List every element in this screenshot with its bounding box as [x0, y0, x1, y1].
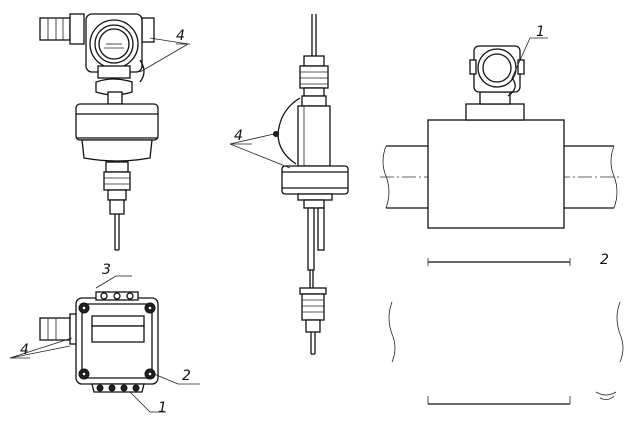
callout-3-top: 3 [102, 262, 111, 278]
pipe-flowmeter-view: 1 [380, 24, 620, 229]
callout-4-front: 4 [176, 28, 185, 44]
top-view-housing: 3 4 2 1 [9, 262, 200, 416]
probe-side-view: 4 [229, 14, 349, 355]
callout-4-probe: 4 [234, 128, 243, 144]
callout-1-top: 1 [158, 400, 167, 416]
callout-1-pipe: 1 [536, 24, 545, 40]
callout-2-top: 2 [182, 368, 191, 384]
lower-partial-view: 2 [388, 252, 624, 405]
front-view-transmitter: 4 [39, 13, 190, 251]
callout-4-top: 4 [20, 342, 29, 358]
callout-2-pipe: 2 [600, 252, 609, 268]
